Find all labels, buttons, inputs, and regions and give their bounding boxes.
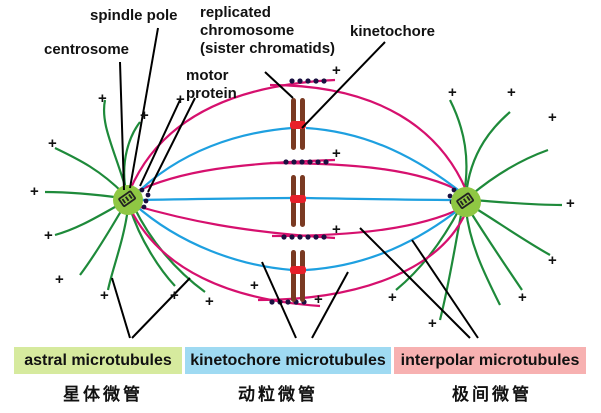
svg-text:+: + xyxy=(44,227,53,244)
astral-microtubules-right xyxy=(395,99,563,321)
svg-text:+: + xyxy=(314,291,323,308)
interpolar-microtubules-legend: interpolar microtubules xyxy=(394,347,586,374)
interpolar-microtubules-chinese-label: 极间微管 xyxy=(452,385,532,405)
svg-text:+: + xyxy=(170,287,179,304)
diagram-labels: spindle pole centrosome replicated chrom… xyxy=(44,4,435,102)
astral-microtubules-chinese-label: 星体微管 xyxy=(63,385,143,405)
astral-microtubules-legend: astral microtubules xyxy=(14,347,182,374)
centrosome-left xyxy=(113,185,143,215)
chromosomes xyxy=(290,98,306,302)
replicated-chromosome-label-3: (sister chromatids) xyxy=(200,40,335,57)
chromosome-bottom xyxy=(290,250,306,302)
svg-text:+: + xyxy=(518,289,527,306)
replicated-chromosome-label-2: chromosome xyxy=(200,22,294,39)
chromosome-middle xyxy=(290,175,306,227)
svg-text:+: + xyxy=(507,84,516,101)
svg-text:+: + xyxy=(332,145,341,162)
svg-text:+: + xyxy=(140,107,149,124)
motor-protein-label-2: protein xyxy=(186,85,237,102)
kinetochore-label: kinetochore xyxy=(350,23,435,40)
plus-ends: + + + + + + + + + + + + + + + + + + + + … xyxy=(30,62,575,332)
svg-text:+: + xyxy=(428,315,437,332)
leader-lines xyxy=(111,27,479,339)
svg-text:+: + xyxy=(332,62,341,79)
centrosome-label: centrosome xyxy=(44,41,129,58)
svg-text:+: + xyxy=(176,91,185,108)
svg-text:+: + xyxy=(55,271,64,288)
svg-text:+: + xyxy=(100,287,109,304)
svg-text:+: + xyxy=(332,221,341,238)
kinetochore-microtubules xyxy=(133,126,463,272)
centrosome-right xyxy=(451,187,481,217)
svg-text:+: + xyxy=(566,195,575,212)
motor-protein-dots xyxy=(139,78,458,305)
svg-text:+: + xyxy=(48,135,57,152)
svg-text:+: + xyxy=(98,90,107,107)
kinetochore-microtubules-chinese-label: 动粒微管 xyxy=(238,385,318,405)
motor-protein-label-1: motor xyxy=(186,67,229,84)
svg-text:+: + xyxy=(250,277,259,294)
chromosome-top xyxy=(290,98,306,150)
svg-text:+: + xyxy=(548,252,557,269)
kinetochore-microtubules-legend: kinetochore microtubules xyxy=(185,347,391,374)
svg-text:+: + xyxy=(448,84,457,101)
svg-text:+: + xyxy=(30,183,39,200)
replicated-chromosome-label-1: replicated xyxy=(200,4,271,21)
svg-text:+: + xyxy=(205,293,214,310)
svg-text:+: + xyxy=(388,289,397,306)
spindle-pole-label: spindle pole xyxy=(90,7,178,24)
svg-text:+: + xyxy=(548,109,557,126)
